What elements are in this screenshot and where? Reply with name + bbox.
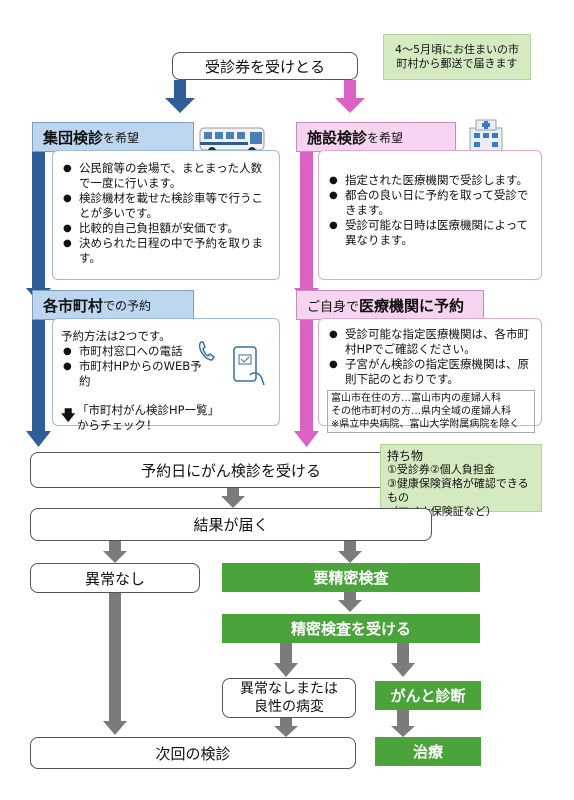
- facility-exam-list: 指定された医療機関で受診します。 都合の良い日に予約を取って受診できます。 受診…: [327, 173, 533, 248]
- next-exam-label: 次回の検診: [155, 744, 231, 763]
- treatment-box: 治療: [375, 737, 481, 766]
- take-detailed-exam-box: 精密検査を受ける: [222, 614, 480, 643]
- belongings-title: 持ち物: [387, 449, 424, 463]
- no-abnormality-label: 異常なし: [84, 569, 145, 588]
- facility-exam-suffix: を希望: [367, 130, 404, 145]
- results-label: 結果が届く: [193, 516, 269, 534]
- methods-title: 予約方法は2つです。: [61, 329, 171, 343]
- benign-box: 異常なしまたは 良性の病変: [222, 678, 356, 718]
- self-booking-prefix: ご自身で: [307, 299, 360, 315]
- group-exam-label: 集団検診 を希望: [32, 122, 194, 152]
- treatment-label: 治療: [412, 743, 443, 761]
- smartphone-icon: [228, 345, 268, 387]
- municipal-booking-main: 各市町村: [43, 296, 104, 315]
- needs-detailed-exam-label: 要精密検査: [313, 569, 389, 587]
- hp-link-line2: からチェック！: [77, 418, 158, 432]
- municipal-booking-label: 各市町村 での予約: [32, 290, 194, 320]
- list-item: 比較的自己負担額が安価です。: [61, 221, 271, 236]
- self-booking-main: 医療機関に予約: [359, 296, 465, 315]
- municipal-booking-suffix: での予約: [103, 298, 152, 313]
- needs-detailed-exam-box: 要精密検査: [222, 563, 480, 592]
- group-exam-main: 集団検診: [43, 128, 104, 147]
- self-booking-panel: 受診可能な指定医療機関は、各市町村HPでご確認ください。 子宮がん検診の指定医療…: [318, 318, 542, 433]
- phone-icon: [198, 340, 216, 362]
- results-box: 結果が届く: [30, 508, 432, 541]
- note-line: 富山市在住の方…富山市内の産婦人科: [331, 393, 501, 404]
- exam-day-label: 予約日にがん検診を受ける: [141, 461, 321, 480]
- list-item: 決められた日程の中で予約を取ります。: [61, 236, 271, 266]
- note-line: ※県立中央病院、富山大学附属病院を除く: [331, 419, 520, 430]
- receive-ticket-label: 受診券を受けとる: [204, 57, 325, 76]
- belongings-item: ①受診券②個人負担金: [387, 463, 495, 476]
- benign-line2: 良性の病変: [254, 699, 324, 715]
- cancer-diagnosis-label: がんと診断: [390, 687, 466, 705]
- group-exam-list: 公民館等の会場で、まとまった人数で一度に行います。 検診機材を載せた検診車等で行…: [61, 161, 271, 266]
- cervical-notes: 富山市在住の方…富山市内の産婦人科 その他市町村の方…県内全域の産婦人科 ※県立…: [327, 390, 535, 433]
- hp-link-note: 🡇 「市町村がん検診HP一覧」 からチェック！: [61, 403, 271, 433]
- note-line: その他市町村の方…県内全域の産婦人科: [331, 406, 511, 417]
- list-item: 検診機材を載せた検診車等で行うことが多いです。: [61, 191, 271, 221]
- municipal-method-list: 市町村窓口への電話 市町村HPからのWEB予約: [61, 344, 211, 389]
- mail-note-text: 4～5月頃にお住まいの市町村から郵送で届きます: [395, 43, 519, 70]
- self-booking-label: ご自身で 医療機関に予約: [296, 290, 484, 320]
- next-exam-box: 次回の検診: [30, 737, 356, 769]
- take-detailed-exam-label: 精密検査を受ける: [290, 620, 411, 638]
- exam-day-box: 予約日にがん検診を受ける: [30, 452, 432, 488]
- list-item: 市町村HPからのWEB予約: [61, 359, 211, 389]
- belongings-item: ③健康保険資格が確認できるもの: [387, 477, 529, 504]
- facility-exam-label: 施設検診 を希望: [296, 122, 456, 152]
- facility-exam-main: 施設検診: [307, 128, 368, 147]
- mail-note: 4～5月頃にお住まいの市町村から郵送で届きます: [383, 34, 531, 80]
- facility-exam-panel: 指定された医療機関で受診します。 都合の良い日に予約を取って受診できます。 受診…: [318, 150, 542, 280]
- group-exam-panel: 公民館等の会場で、まとまった人数で一度に行います。 検診機材を載せた検診車等で行…: [52, 150, 280, 280]
- belongings-note: 持ち物 ①受診券②個人負担金 ③健康保険資格が確認できるもの （マイナ保険証など…: [380, 444, 542, 518]
- no-abnormality-box: 異常なし: [30, 563, 200, 593]
- group-exam-suffix: を希望: [103, 130, 140, 145]
- list-item: 子宮がん検診の指定医療機関は、原則下記のとおりです。: [327, 357, 533, 387]
- benign-line1: 異常なしまたは: [240, 681, 338, 697]
- list-item: 公民館等の会場で、まとまった人数で一度に行います。: [61, 161, 271, 191]
- list-item: 受診可能な日時は医療機関によって異なります。: [327, 218, 533, 248]
- hp-link-line1: 「市町村がん検診HP一覧」: [77, 403, 220, 417]
- list-item: 都合の良い日に予約を取って受診できます。: [327, 188, 533, 218]
- list-item: 指定された医療機関で受診します。: [327, 173, 533, 188]
- list-item: 市町村窓口への電話: [61, 344, 211, 359]
- arrow-down-icon: 🡇: [61, 408, 76, 424]
- list-item: 受診可能な指定医療機関は、各市町村HPでご確認ください。: [327, 327, 533, 357]
- self-booking-list: 受診可能な指定医療機関は、各市町村HPでご確認ください。 子宮がん検診の指定医療…: [327, 327, 533, 387]
- receive-ticket-box: 受診券を受けとる: [172, 52, 358, 80]
- cancer-diagnosis-box: がんと診断: [375, 681, 481, 710]
